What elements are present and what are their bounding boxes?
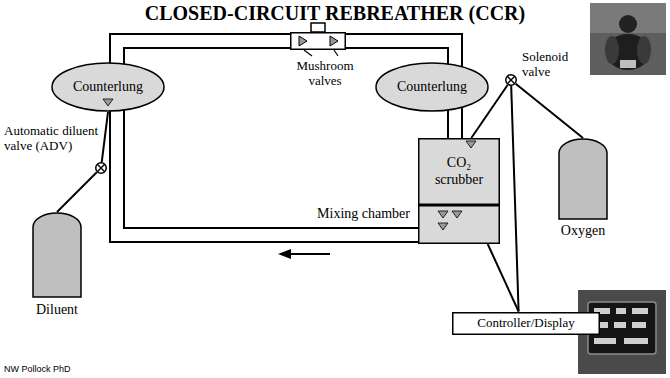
node-label: Counterlung [397, 79, 467, 95]
flow-arrow [278, 249, 330, 259]
flow-arrow-head [278, 249, 291, 259]
gas-cylinder [33, 213, 81, 297]
node-label: Automatic diluent valve (ADV) [4, 124, 108, 154]
screen-readout [632, 308, 648, 314]
counterlung-bag [376, 63, 488, 111]
gas-line [488, 244, 519, 312]
sensor-port [438, 211, 448, 218]
valve-symbol-outline [505, 74, 517, 86]
valve-cross [97, 164, 104, 171]
gas-line [102, 112, 108, 162]
mixing-chamber-outline [418, 205, 500, 244]
gas-line-path [511, 86, 518, 312]
valve-symbol: Automatic diluent valve (ADV) [95, 162, 107, 174]
hands [620, 60, 636, 68]
mouthpiece-outline [290, 32, 346, 50]
breathing-hose [117, 108, 418, 235]
node-label: Controller/Display [477, 316, 575, 331]
mouthpiece: Mushroom valves [290, 32, 346, 50]
controller-box: Controller/Display [452, 312, 600, 335]
screen-readout [614, 322, 626, 328]
node-label: Mushroom valves [289, 59, 361, 89]
gas-line-path [488, 244, 519, 312]
valve-symbol: Solenoid valve [505, 74, 517, 86]
diver-head [619, 15, 637, 33]
photo-ground [590, 3, 666, 75]
node-label: Mixing chamber [317, 206, 410, 222]
counterlung-bag [52, 63, 164, 111]
valve-cross [97, 164, 104, 171]
screen-readout [632, 322, 646, 328]
mushroom-valve [330, 36, 338, 46]
gas-cylinder: Oxygen [558, 138, 608, 220]
sensor-port [438, 223, 448, 230]
diver-body [606, 34, 650, 70]
sensor-port [466, 141, 476, 148]
gas-line [57, 172, 97, 212]
mouthpiece-body [291, 33, 346, 50]
mushroom-valve [299, 36, 307, 46]
valve-cross [507, 76, 514, 83]
hose-wall [447, 106, 463, 138]
diver-photo [590, 3, 666, 75]
leader-line [304, 50, 312, 56]
hose-bore [117, 41, 290, 66]
mouthpiece-bit [311, 23, 325, 32]
mixing-chamber [419, 206, 500, 244]
sensor-port [452, 211, 462, 218]
valve-symbol-outline [95, 162, 107, 174]
node-label: Diluent [7, 302, 107, 318]
controller-box [453, 312, 600, 334]
screen-readout [616, 308, 626, 314]
credit-label: NW Pollock PhD [4, 364, 71, 374]
gas-cylinder [559, 139, 607, 219]
hose-bore [117, 108, 418, 235]
counterlung: Counterlung [51, 62, 165, 112]
node-label: Solenoid valve [522, 50, 584, 80]
screen-readout [594, 338, 616, 344]
sensor-port [103, 99, 113, 106]
leader-line [334, 50, 338, 56]
breathing-hose [454, 106, 455, 138]
valve-symbol [96, 163, 107, 174]
hose-bore [449, 106, 461, 138]
counterlung: Counterlung [375, 62, 489, 112]
node-label: Oxygen [533, 223, 633, 239]
photo-ground [590, 3, 666, 33]
node-label: Counterlung [73, 79, 143, 95]
flow-arrow-shaft [288, 253, 330, 255]
counterlung-pouch [637, 36, 651, 64]
gas-line-path [102, 112, 108, 162]
scrubber-canister [419, 139, 500, 205]
gas-cylinder: Diluent [32, 212, 82, 298]
node-label: CO₂ scrubber [426, 155, 492, 187]
hose-wall [117, 108, 418, 235]
hose-wall [117, 41, 290, 66]
gas-cylinder-outline [558, 138, 608, 220]
breathing-hose [117, 41, 290, 66]
gas-line-path [516, 84, 583, 138]
screen-readout [624, 338, 648, 344]
diagram-title: CLOSED-CIRCUIT REBREATHER (CCR) [0, 2, 670, 24]
gas-line [511, 86, 518, 312]
mixing-chamber: Mixing chamber [418, 205, 500, 244]
scrubber-canister: CO₂ scrubber [418, 138, 500, 205]
counterlung-pouch [605, 36, 619, 64]
valve-cross [507, 76, 514, 83]
gas-cylinder-outline [32, 212, 82, 298]
valve-symbol [506, 75, 517, 86]
gas-line-path [57, 172, 97, 212]
gas-line [516, 84, 583, 138]
